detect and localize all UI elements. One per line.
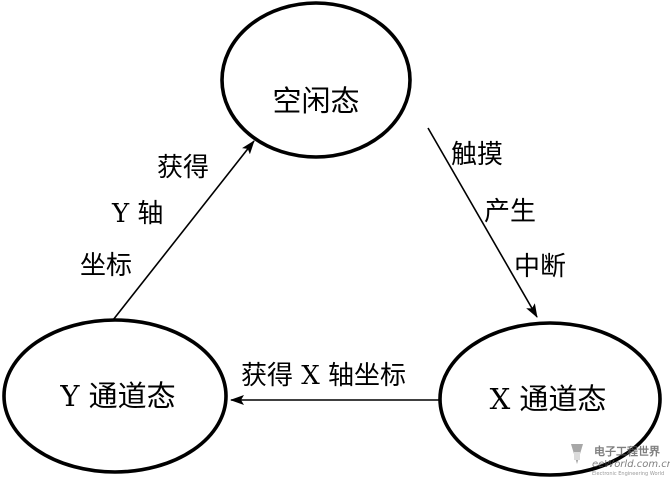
edge-get-y-line-1: 获得 bbox=[157, 153, 209, 183]
node-y-channel-shape bbox=[2, 318, 228, 474]
node-idle-label: 空闲态 bbox=[272, 84, 359, 118]
edge-get-y-arrow bbox=[112, 140, 255, 321]
edge-get-y-label: 获得 Y 轴 坐标 bbox=[80, 153, 209, 281]
edge-get-y-line-2: Y 轴 bbox=[111, 199, 163, 229]
node-y-channel-label: Y 通道态 bbox=[59, 379, 175, 413]
node-y-channel: Y 通道态 bbox=[2, 318, 228, 474]
node-x-channel: X 通道态 bbox=[438, 321, 662, 477]
watermark-logo-icon bbox=[571, 444, 583, 464]
edge-touch-interrupt-line-2: 产生 bbox=[484, 197, 536, 227]
watermark-line-3: Electronic Engineering World bbox=[592, 471, 664, 477]
edge-touch-interrupt-line-3: 中断 bbox=[514, 252, 566, 282]
edge-touch-interrupt-arrow bbox=[427, 127, 538, 318]
node-x-channel-shape bbox=[438, 321, 662, 477]
node-idle-shape bbox=[220, 1, 412, 159]
edge-get-x-label: 获得 X 轴坐标 bbox=[241, 361, 406, 391]
watermark-line-2: eeWorld.com.cn bbox=[592, 459, 670, 470]
edge-touch-interrupt-label: 触摸 产生 中断 bbox=[451, 140, 566, 282]
edge-get-y-line-3: 坐标 bbox=[80, 251, 132, 281]
node-x-channel-label: X 通道态 bbox=[490, 382, 607, 416]
node-idle: 空闲态 bbox=[220, 1, 412, 159]
watermark-line-1: 电子工程世界 bbox=[594, 444, 660, 458]
edge-touch-interrupt-line-1: 触摸 bbox=[451, 140, 503, 170]
watermark: 电子工程世界 eeWorld.com.cn Electronic Enginee… bbox=[571, 444, 670, 477]
